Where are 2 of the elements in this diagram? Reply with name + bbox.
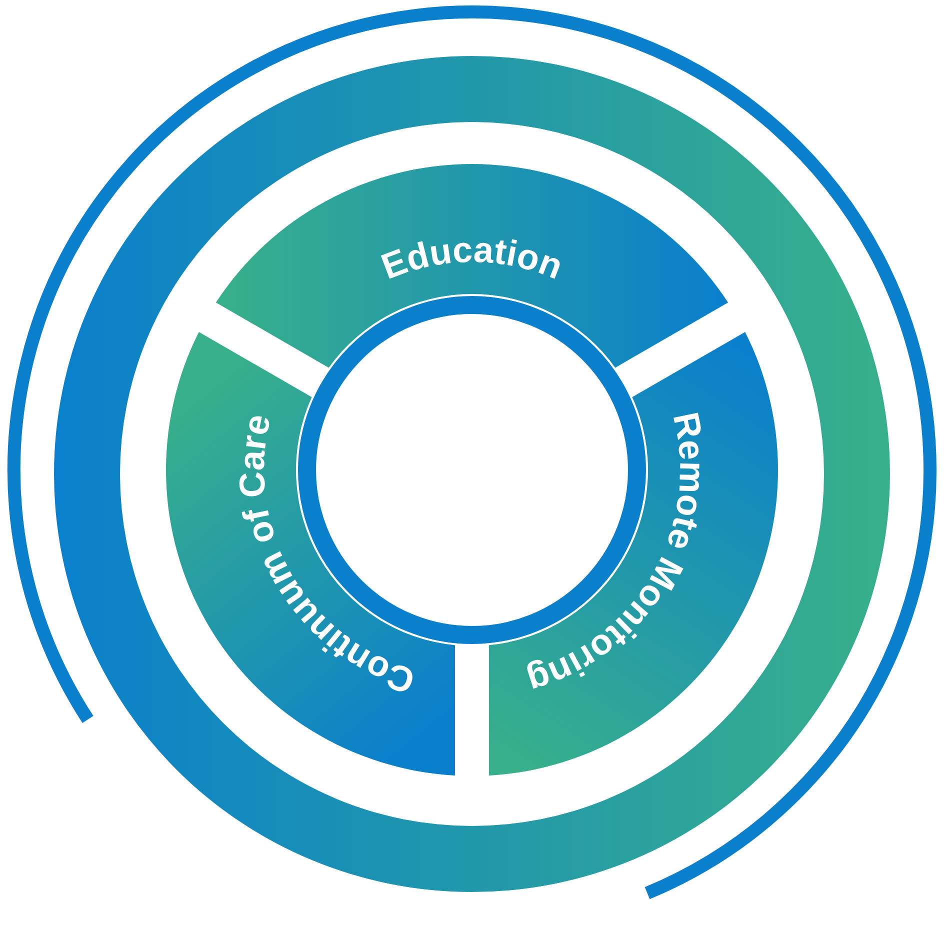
ring-segment (216, 164, 728, 368)
segment-label: Education (376, 228, 568, 288)
